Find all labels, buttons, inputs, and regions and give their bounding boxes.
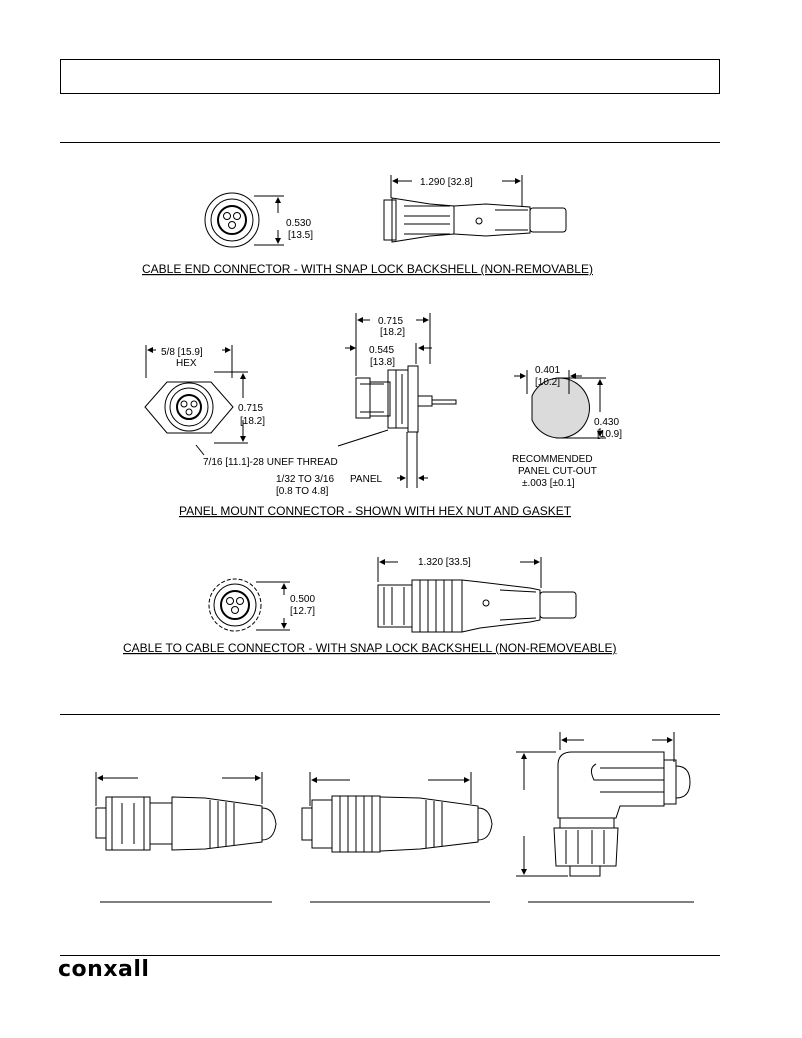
cable-end-face-view xyxy=(204,192,284,248)
panel-len1: 0.715 xyxy=(378,316,403,327)
panel-thread: 7/16 [11.1]-28 UNEF THREAD xyxy=(203,457,338,468)
panel-cutout xyxy=(514,370,606,439)
molded-straight-receptacle xyxy=(301,772,493,903)
cable-end-side-view xyxy=(383,175,567,243)
c2c-caption: CABLE TO CABLE CONNECTOR - WITH SNAP LOC… xyxy=(123,641,616,655)
conxall-logo: conxall xyxy=(58,957,150,982)
c2c-dia-mm: [12.7] xyxy=(290,606,315,617)
cable-to-cable-face-view xyxy=(208,578,290,632)
panel-mount-caption: PANEL MOUNT CONNECTOR - SHOWN WITH HEX N… xyxy=(179,504,572,518)
cable-end-dia: 0.530 xyxy=(286,218,311,229)
panel-len1-mm: [18.2] xyxy=(380,327,405,338)
molded-straight-plug xyxy=(95,772,277,903)
panel-len2-mm: [13.8] xyxy=(370,357,395,368)
panel-height-mm: [18.2] xyxy=(240,416,265,427)
panel-height: 0.715 xyxy=(238,403,263,414)
cable-end-dia-mm: [13.5] xyxy=(288,230,313,241)
panel-thickness-mm: [0.8 TO 4.8] xyxy=(276,486,329,497)
molded-right-angle-plug xyxy=(516,732,694,903)
cutout-height: 0.430 xyxy=(594,417,619,428)
panel-len2: 0.545 xyxy=(369,345,394,356)
cutout-tolerance: ±.003 [±0.1] xyxy=(522,478,575,489)
cutout-width: 0.401 xyxy=(535,365,560,376)
panel-hex-label: HEX xyxy=(176,358,197,369)
panel-label: PANEL xyxy=(350,474,382,485)
title-box xyxy=(60,59,720,94)
panel-hex-dim: 5/8 [15.9] xyxy=(161,347,203,358)
cutout-label-2: PANEL CUT-OUT xyxy=(518,466,597,477)
cutout-width-mm: [10.2] xyxy=(535,377,560,388)
panel-mount-side-view xyxy=(337,313,457,488)
cable-to-cable-side-view xyxy=(377,557,577,633)
cable-end-caption: CABLE END CONNECTOR - WITH SNAP LOCK BAC… xyxy=(142,262,593,276)
cutout-label-1: RECOMMENDED xyxy=(512,454,593,465)
section-rule-middle xyxy=(60,714,720,715)
section-rule-top xyxy=(60,142,720,143)
panel-mount-hex-view xyxy=(144,345,248,456)
c2c-length: 1.320 [33.5] xyxy=(418,557,471,568)
c2c-dia: 0.500 xyxy=(290,594,315,605)
footer-rule xyxy=(60,955,720,956)
panel-thickness: 1/32 TO 3/16 xyxy=(276,474,334,485)
cable-end-length: 1.290 [32.8] xyxy=(420,177,473,188)
cutout-height-mm: [10.9] xyxy=(597,429,622,440)
